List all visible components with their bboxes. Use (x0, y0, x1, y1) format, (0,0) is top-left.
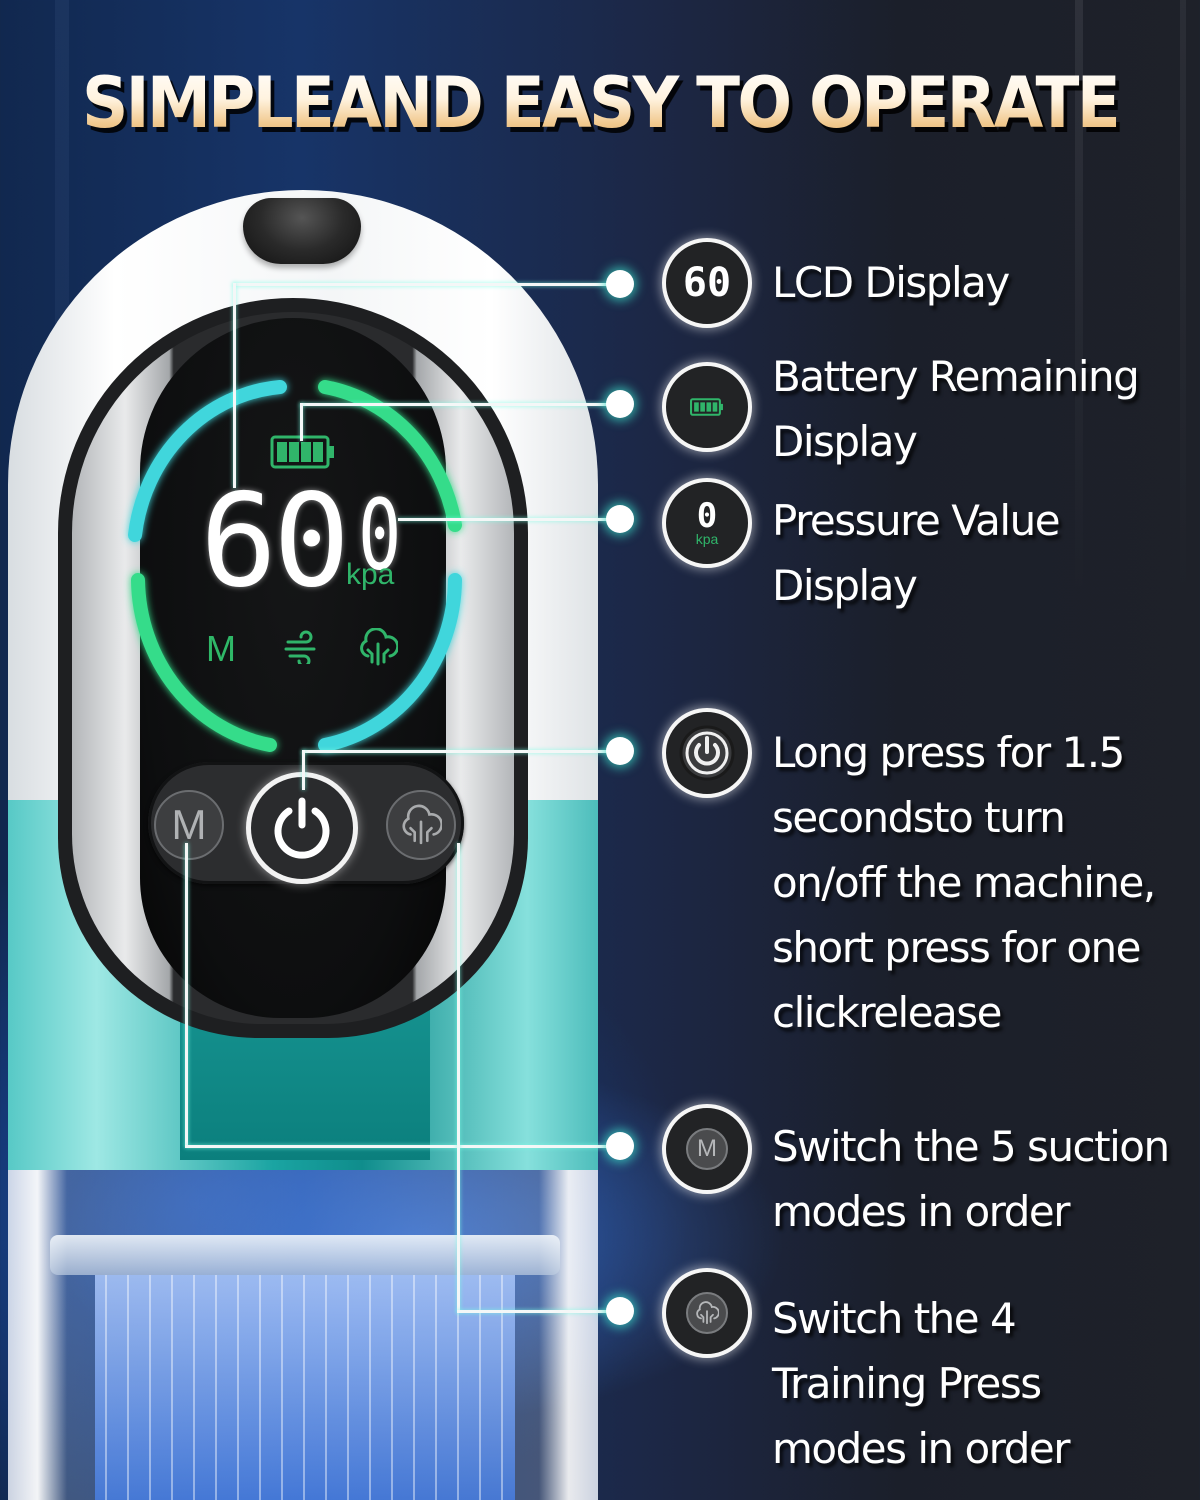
feature-label: Switch the 4 Training Press modes in ord… (772, 1294, 1070, 1473)
lcd-pressure-small-digit: 0 (358, 477, 402, 592)
training-mode-button[interactable] (386, 790, 456, 860)
feature-label: Pressure Value Display (772, 496, 1061, 610)
battery-full-icon (270, 435, 334, 469)
lcd-unit-label: kpa (346, 558, 395, 591)
device-collar (50, 1235, 560, 1275)
power-icon (662, 708, 752, 798)
feature-label: LCD Display (772, 258, 1010, 307)
tree-icon (402, 804, 442, 845)
lcd-digits-icon: 60 (662, 238, 752, 328)
tree-icon (360, 628, 398, 666)
headline: SIMPLEAND EASY TO OPERATE (48, 62, 1152, 144)
suction-chamber (95, 1275, 515, 1500)
feature-label: Long press for 1.5 secondsto turn on/off… (772, 728, 1156, 1037)
pressure-icon: 0 kpa (662, 478, 752, 568)
wind-icon (284, 630, 316, 664)
feature-label: Battery Remaining Display (772, 352, 1140, 466)
lcd-mode-letter: M (206, 628, 236, 669)
mode-button-label: M (171, 801, 207, 848)
top-release-button (243, 198, 361, 264)
background-stripe (1180, 0, 1186, 1500)
training-button-icon (662, 1268, 752, 1358)
battery-icon (662, 362, 752, 452)
power-icon (274, 797, 330, 859)
pressure-ring (120, 365, 470, 755)
background-stripe (1075, 0, 1083, 1500)
lcd-pressure-digits: 60 (200, 467, 350, 616)
device-illustration: 60 0 kpa M M (0, 190, 640, 1500)
mode-button[interactable]: M (154, 790, 224, 860)
feature-label: Switch the 5 suction modes in order (772, 1122, 1170, 1236)
mode-m-button-icon: M (662, 1104, 752, 1194)
